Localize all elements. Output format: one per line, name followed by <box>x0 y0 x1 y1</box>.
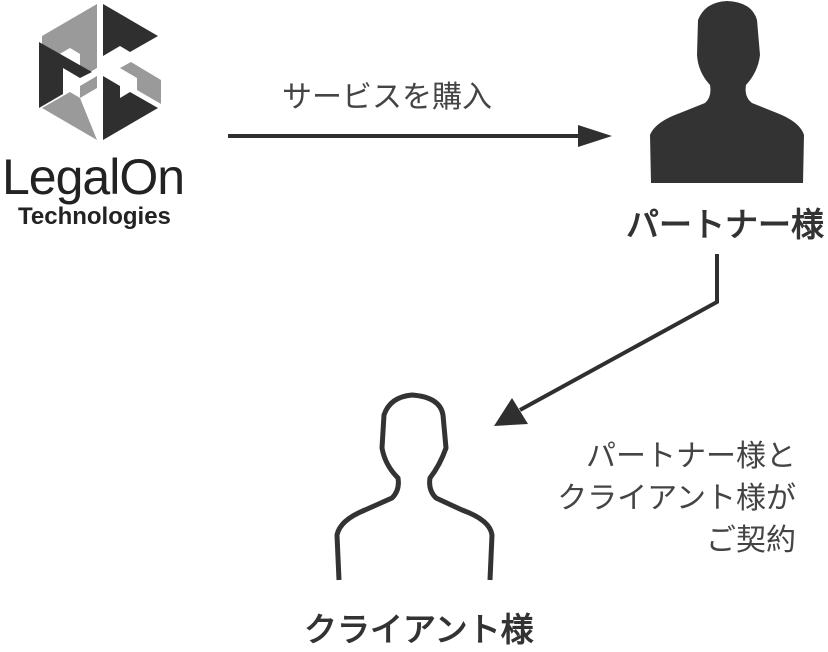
contract-arrow <box>494 254 719 426</box>
client-label: クライアント様 <box>304 610 534 649</box>
contract-line: パートナー様と <box>586 439 796 474</box>
partner-person-icon <box>650 1 804 183</box>
logo-wordmark: LegalOn <box>2 149 185 205</box>
contract-line: ご契約 <box>706 523 796 558</box>
legalon-logo-mark <box>39 4 161 140</box>
contract-line: クライアント様が <box>557 481 796 516</box>
purchase-label: サービスを購入 <box>282 80 492 115</box>
logo-subtitle: Technologies <box>18 203 171 230</box>
contract-label: パートナー様と クライアント様が ご契約 <box>557 436 796 562</box>
client-person-outline-icon <box>334 392 495 581</box>
purchase-arrow <box>228 125 612 147</box>
partner-label: パートナー様 <box>626 205 824 244</box>
